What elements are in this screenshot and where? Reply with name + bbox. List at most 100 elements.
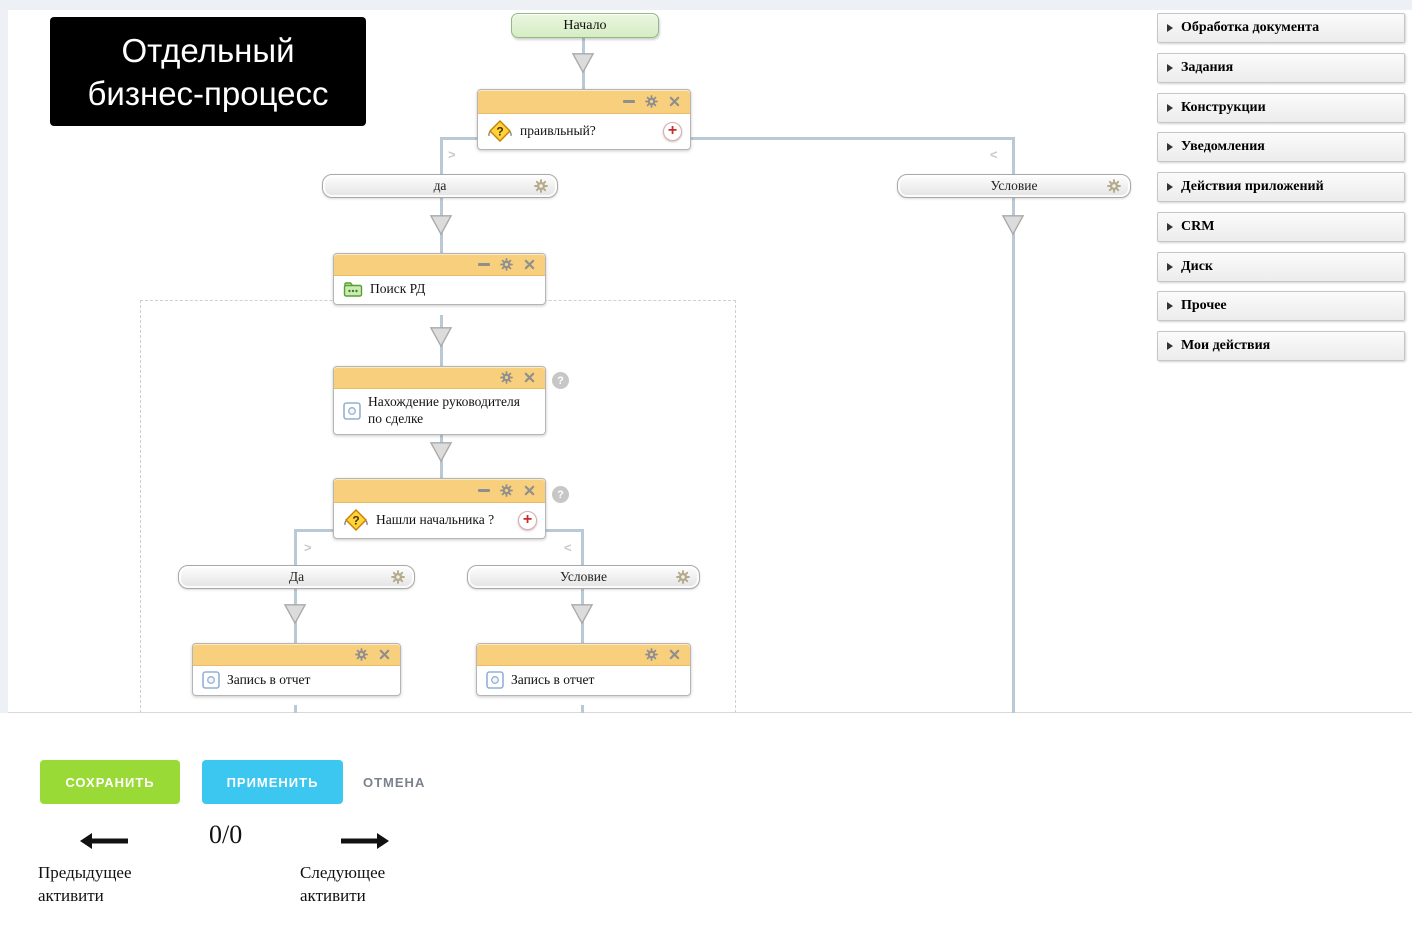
settings-gear-icon[interactable] <box>645 648 658 661</box>
sidebar-item-label: Действия приложений <box>1181 179 1324 194</box>
block-header <box>193 644 400 666</box>
sidebar-item-label: Уведомления <box>1181 139 1265 155</box>
flow-line <box>294 529 334 532</box>
sidebar-item-8[interactable]: Прочее <box>1157 291 1405 322</box>
activity-block-search-rd[interactable]: Поиск РД <box>333 253 546 305</box>
block-header <box>477 644 690 666</box>
sidebar-item-label: Конструкции <box>1181 99 1266 115</box>
branch-button-condition-2[interactable]: Условие <box>467 565 700 589</box>
close-icon[interactable] <box>523 258 536 271</box>
expand-arrow-icon <box>1167 63 1173 72</box>
block-label: Нахождение руководителя по сделке <box>368 394 520 426</box>
expand-arrow-icon <box>1167 183 1173 191</box>
sidebar-item-label: Обработка документа <box>1181 20 1320 35</box>
flow-line <box>581 705 584 713</box>
next-activity-arrow-icon[interactable] <box>341 831 391 851</box>
annotation-line: бизнес-процесс <box>87 74 329 112</box>
block-label: Поиск РД <box>370 281 426 297</box>
save-button[interactable]: СОХРАНИТЬ <box>40 760 180 804</box>
flow-line <box>440 137 443 175</box>
branch-button-yes-top[interactable]: да <box>322 174 558 198</box>
flow-arrow-icon <box>570 603 594 625</box>
expand-arrow-icon <box>1167 143 1173 152</box>
close-icon[interactable] <box>378 648 391 661</box>
branch-label: да <box>433 178 447 193</box>
branch-label: Условие <box>559 569 607 584</box>
block-header <box>334 367 545 389</box>
close-icon[interactable] <box>668 95 681 108</box>
sidebar-item-4[interactable]: Уведомления <box>1157 132 1405 163</box>
activity-block-find-manager[interactable]: Нахождение руководителя по сделке <box>333 366 546 435</box>
expand-arrow-icon <box>1167 262 1173 271</box>
sidebar-item-7[interactable]: Диск <box>1157 251 1405 282</box>
settings-gear-icon[interactable] <box>676 570 690 584</box>
flow-line <box>581 529 584 565</box>
branch-label: Условие <box>990 178 1038 193</box>
block-header <box>478 90 690 114</box>
annotation-overlay: Отдельный бизнес-процесс <box>50 17 366 126</box>
settings-gear-icon[interactable] <box>500 371 513 384</box>
help-icon[interactable]: ? <box>552 372 569 389</box>
close-icon[interactable] <box>523 371 536 384</box>
settings-gear-icon[interactable] <box>355 648 368 661</box>
flow-arrow-icon <box>429 326 453 348</box>
flow-line <box>1012 137 1015 175</box>
branch-label: Да <box>288 569 305 584</box>
activity-icon <box>486 671 504 689</box>
settings-gear-icon[interactable] <box>391 570 405 584</box>
flow-line <box>294 705 297 713</box>
settings-gear-icon[interactable] <box>1107 179 1121 193</box>
start-node: Начало <box>511 13 659 38</box>
apply-button[interactable]: ПРИМЕНИТЬ <box>202 760 343 804</box>
previous-activity-arrow-icon[interactable] <box>78 831 128 851</box>
settings-gear-icon[interactable] <box>500 258 513 271</box>
sidebar-item-1[interactable]: Обработка документа <box>1157 13 1405 43</box>
flow-arrow-icon <box>571 52 595 74</box>
activity-block-report-left[interactable]: Запись в отчет <box>192 643 401 696</box>
flow-line <box>691 137 1015 140</box>
minimize-icon[interactable] <box>478 489 490 492</box>
sidebar-item-3[interactable]: Конструкции <box>1157 92 1405 123</box>
activity-icon <box>202 671 220 689</box>
sidebar-item-label: Прочее <box>1181 298 1227 314</box>
expand-arrow-icon <box>1167 222 1173 231</box>
expand-arrow-icon <box>1167 302 1173 311</box>
flow-arrow-icon <box>283 603 307 625</box>
condition-diamond-icon <box>343 508 369 532</box>
activity-block-report-right[interactable]: Запись в отчет <box>476 643 691 696</box>
designer-canvas <box>8 10 1412 713</box>
sidebar-item-label: CRM <box>1181 218 1215 234</box>
expand-arrow-icon <box>1167 103 1173 112</box>
minimize-icon[interactable] <box>623 100 635 103</box>
sidebar-item-label: Мои действия <box>1181 338 1271 353</box>
settings-gear-icon[interactable] <box>500 484 513 497</box>
previous-activity-label: Предыдущее активити <box>38 863 132 906</box>
minimize-icon[interactable] <box>478 263 490 266</box>
settings-gear-icon[interactable] <box>645 95 658 108</box>
activity-pager-counter: 0/0 <box>209 820 243 849</box>
condition-block-found-boss[interactable]: Нашли начальника ? + <box>333 478 546 539</box>
close-icon[interactable] <box>523 484 536 497</box>
condition-block-pravilny[interactable]: праивльный? + <box>477 89 691 150</box>
flow-line <box>546 529 584 532</box>
sidebar-item-5[interactable]: Действия приложений <box>1157 172 1405 202</box>
block-label: Запись в отчет <box>227 671 311 687</box>
sidebar-item-6[interactable]: CRM <box>1157 211 1405 242</box>
condition-diamond-icon <box>487 119 513 143</box>
block-label: Нашли начальника ? <box>376 511 495 527</box>
sidebar-item-2[interactable]: Задания <box>1157 52 1405 83</box>
help-icon[interactable]: ? <box>552 486 569 503</box>
branch-button-yes-2[interactable]: Да <box>178 565 415 589</box>
close-icon[interactable] <box>668 648 681 661</box>
block-label: Запись в отчет <box>511 671 595 687</box>
expand-arrow-icon <box>1167 24 1173 32</box>
chevron-right-icon: > <box>304 540 312 555</box>
settings-gear-icon[interactable] <box>534 179 548 193</box>
add-branch-button[interactable]: + <box>663 121 682 141</box>
cancel-link[interactable]: ОТМЕНА <box>363 774 426 790</box>
branch-button-condition-top[interactable]: Условие <box>897 174 1131 198</box>
sidebar-item-9[interactable]: Мои действия <box>1157 331 1405 361</box>
add-branch-button[interactable]: + <box>518 510 537 530</box>
start-node-label: Начало <box>563 17 607 33</box>
block-header <box>334 479 545 503</box>
